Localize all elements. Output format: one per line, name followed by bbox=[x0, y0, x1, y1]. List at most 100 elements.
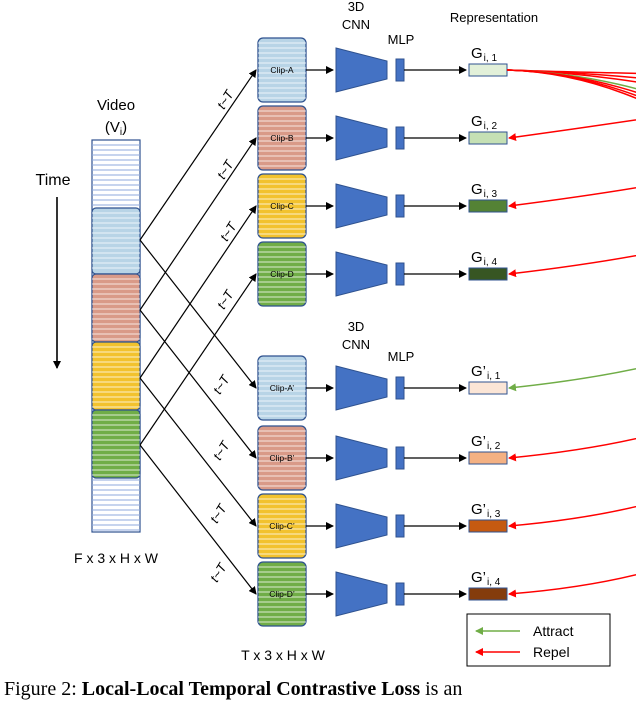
video-segment bbox=[91, 409, 141, 479]
clip-label: Clip-C’ bbox=[269, 521, 295, 531]
video-subtitle: (Vi) bbox=[105, 119, 127, 138]
clip-box: Clip-A bbox=[257, 37, 307, 103]
caption-bold: Local-Local Temporal Contrastive Loss bbox=[81, 678, 421, 700]
sampling-arrows: t~Tt~Tt~Tt~Tt~Tt~Tt~Tt~T bbox=[139, 69, 257, 595]
legend-repel-label: Repel bbox=[533, 644, 570, 660]
mlp-block bbox=[395, 446, 405, 470]
sampling-arrow bbox=[139, 69, 257, 241]
legend-box bbox=[466, 613, 611, 667]
sampling-arrow bbox=[139, 377, 257, 527]
representation-vector bbox=[468, 519, 508, 533]
representation-vector bbox=[468, 199, 508, 213]
clip-row: Clip-A Gi, 1 bbox=[257, 37, 508, 103]
clip-row: Clip-B Gi, 2 bbox=[257, 105, 508, 171]
repel-arrow bbox=[506, 69, 636, 598]
cnn-encoder bbox=[335, 183, 388, 229]
clip-box: Clip-C’ bbox=[257, 493, 307, 559]
sampling-label: t~T bbox=[207, 560, 230, 585]
clip-label: Clip-B’ bbox=[269, 453, 294, 463]
cnn-encoder bbox=[335, 47, 388, 93]
mlp-header-top: MLP bbox=[388, 32, 415, 47]
sampling-arrow bbox=[139, 239, 257, 389]
sampling-arrow bbox=[139, 309, 257, 459]
representation-vector bbox=[468, 63, 508, 77]
cnn-header-bottom-line2: CNN bbox=[342, 337, 370, 352]
sampling-label: t~T bbox=[217, 219, 240, 244]
repel-arrow bbox=[506, 69, 636, 278]
clip-label: Clip-D’ bbox=[269, 589, 295, 599]
video-title: Video bbox=[97, 97, 135, 114]
video-segment bbox=[91, 273, 141, 343]
clip-row: Clip-C Gi, 3 bbox=[257, 173, 508, 239]
video-segment bbox=[91, 207, 141, 275]
clip-box: Clip-B’ bbox=[257, 425, 307, 491]
clip-box: Clip-B bbox=[257, 105, 307, 171]
cnn-header-top-line1: 3D bbox=[348, 0, 365, 14]
sampling-arrow bbox=[139, 205, 257, 379]
mlp-block bbox=[395, 262, 405, 286]
mlp-block bbox=[395, 194, 405, 218]
representation-label: Gi, 2 bbox=[471, 113, 497, 132]
representation-label: Gi, 3 bbox=[471, 181, 497, 200]
figure-caption: Figure 2: Local-Local Temporal Contrasti… bbox=[4, 678, 636, 701]
clip-box: Clip-D bbox=[257, 241, 307, 307]
clip-box: Clip-C bbox=[257, 173, 307, 239]
sampling-arrow bbox=[139, 273, 257, 446]
repel-arrow bbox=[506, 69, 636, 210]
representation-label: G’i, 2 bbox=[471, 433, 501, 452]
clip-row: Clip-A’ G’i, 1 bbox=[257, 355, 508, 421]
clip-box: Clip-D’ bbox=[257, 561, 307, 627]
mlp-block bbox=[395, 514, 405, 538]
cnn-encoder bbox=[335, 115, 388, 161]
mlp-header-bottom: MLP bbox=[388, 349, 415, 364]
video-stack bbox=[91, 139, 141, 533]
mlp-block bbox=[395, 376, 405, 400]
cnn-encoder bbox=[335, 571, 388, 617]
mlp-block bbox=[395, 126, 405, 150]
representation-vector bbox=[468, 451, 508, 465]
repel-arrow bbox=[506, 69, 636, 530]
repel-arrow bbox=[506, 69, 636, 142]
sampling-arrow bbox=[139, 137, 257, 311]
representation-label: Gi, 1 bbox=[471, 45, 497, 64]
representation-label: G’i, 3 bbox=[471, 501, 501, 520]
clip-label: Clip-D bbox=[270, 269, 294, 279]
mlp-block bbox=[395, 58, 405, 82]
time-label: Time bbox=[36, 172, 71, 189]
cnn-encoder bbox=[335, 503, 388, 549]
sampling-label: t~T bbox=[210, 372, 233, 397]
clip-row: Clip-D’ G’i, 4 bbox=[257, 561, 508, 627]
mlp-block bbox=[395, 582, 405, 606]
representation-label: G’i, 1 bbox=[471, 363, 501, 382]
representation-label: Gi, 4 bbox=[471, 249, 497, 268]
cnn-encoder bbox=[335, 435, 388, 481]
cnn-encoder bbox=[335, 251, 388, 297]
cnn-header-top-line2: CNN bbox=[342, 17, 370, 32]
repel-arrow bbox=[506, 69, 636, 462]
sampling-label: t~T bbox=[207, 501, 230, 526]
representation-vector bbox=[468, 381, 508, 395]
cnn-encoder bbox=[335, 365, 388, 411]
attract-arrow bbox=[506, 69, 636, 392]
video-segment bbox=[91, 341, 141, 411]
representation-label: G’i, 4 bbox=[471, 569, 501, 588]
caption-suffix: is an bbox=[420, 678, 463, 700]
clip-label: Clip-B bbox=[270, 133, 293, 143]
clip-dims: T x 3 x H x W bbox=[241, 647, 326, 663]
clip-row: Clip-B’ G’i, 2 bbox=[257, 425, 508, 491]
caption-prefix: Figure 2: bbox=[4, 678, 82, 700]
diagram-canvas: Video (Vi) F x 3 x H x W Time 3D CNN MLP… bbox=[36, 0, 636, 667]
contrastive-arrows bbox=[506, 69, 636, 598]
video-dims: F x 3 x H x W bbox=[74, 550, 159, 566]
legend: Attract Repel bbox=[466, 613, 611, 667]
sampling-arrow bbox=[139, 444, 257, 595]
sampling-label: t~T bbox=[214, 157, 237, 182]
legend-attract-label: Attract bbox=[533, 623, 574, 639]
representation-header: Representation bbox=[450, 10, 538, 25]
cnn-header-bottom-line1: 3D bbox=[348, 319, 365, 334]
representation-vector bbox=[468, 267, 508, 281]
clip-label: Clip-C bbox=[270, 201, 294, 211]
clip-label: Clip-A bbox=[270, 65, 293, 75]
clip-box: Clip-A’ bbox=[257, 355, 307, 421]
clip-row: Clip-D Gi, 4 bbox=[257, 241, 508, 307]
